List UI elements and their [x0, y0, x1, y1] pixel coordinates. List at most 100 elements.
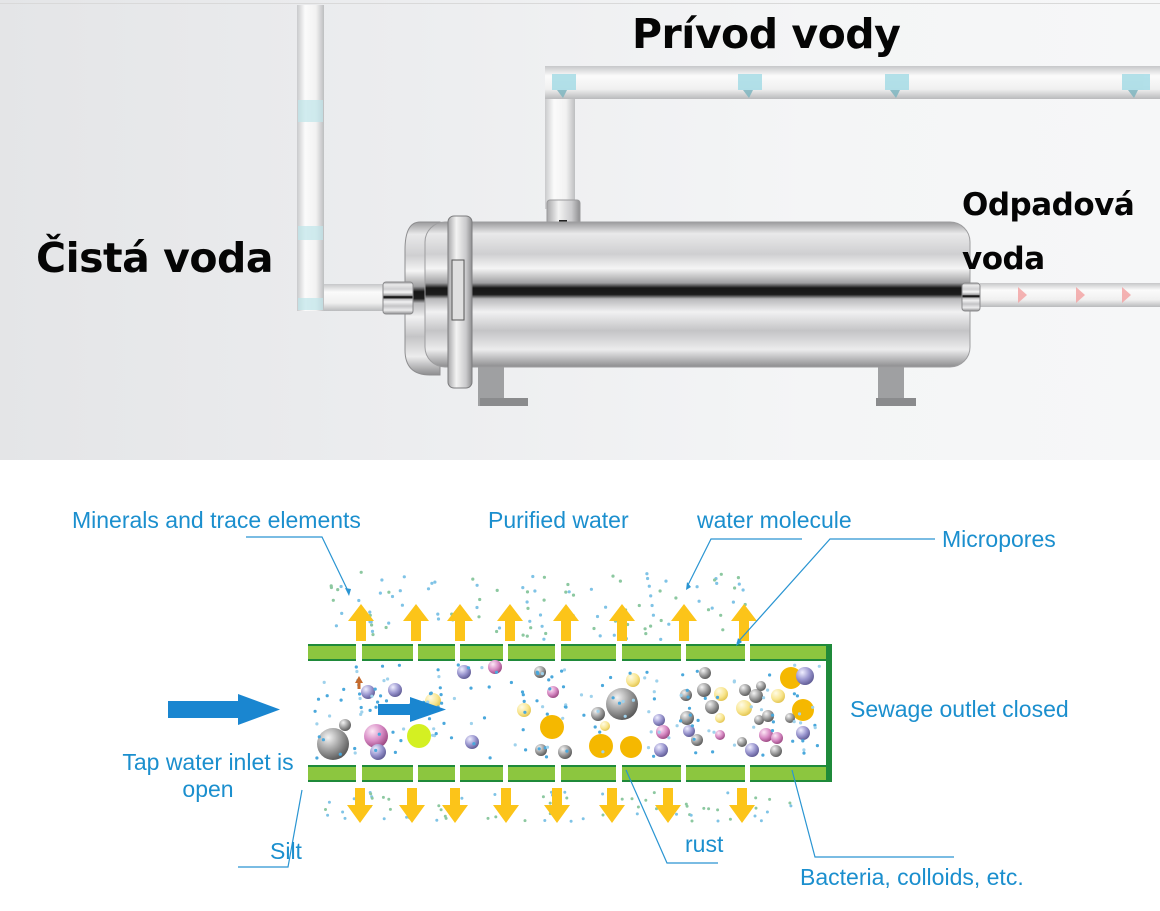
membrane-edge	[750, 644, 826, 646]
membrane-segment	[750, 765, 826, 782]
mineral-dot	[331, 598, 335, 602]
water-molecule-dot	[596, 709, 600, 713]
leader-minerals	[246, 536, 350, 594]
particle	[792, 699, 814, 721]
membrane-edge	[460, 765, 503, 767]
permeate-dot	[728, 817, 732, 821]
water-molecule-dot	[732, 680, 736, 684]
water-molecule-dot	[655, 679, 659, 683]
water-molecule-dot	[582, 713, 586, 717]
water-molecule-dot	[487, 685, 491, 689]
mineral-dot	[526, 606, 530, 611]
permeate-dot	[343, 816, 347, 820]
down-arrow	[729, 788, 755, 823]
water-molecule-dot	[652, 690, 656, 694]
particle	[714, 687, 728, 701]
up-arrow	[609, 604, 635, 641]
particle	[796, 726, 810, 740]
micropores-callout: Micropores	[942, 526, 1056, 552]
water-molecule-dot	[521, 728, 525, 732]
mineral-dot	[528, 619, 532, 623]
permeate-dot	[565, 796, 569, 800]
permeate-dot	[460, 796, 464, 800]
water-molecule-dot	[685, 688, 689, 692]
membrane-segment	[561, 644, 616, 661]
water-molecule-dot	[679, 693, 683, 698]
water-molecule-dot	[815, 744, 820, 748]
particle	[620, 736, 642, 758]
water-molecule-dot	[645, 670, 649, 674]
water-molecule-dot	[315, 756, 319, 760]
water-molecule-dot	[564, 705, 568, 709]
mineral-dot	[387, 621, 391, 625]
mineral-dot	[495, 629, 499, 634]
water-molecule-dot	[695, 669, 699, 673]
water-molecule-dot	[537, 747, 541, 751]
permeate-dot	[435, 818, 439, 822]
membrane-edge	[460, 780, 503, 782]
water-molecule-dot	[384, 699, 389, 703]
permeate-dot	[754, 806, 758, 810]
water-molecule-dot	[761, 753, 765, 757]
permeate-dot	[768, 797, 772, 801]
membrane-edge	[362, 644, 413, 646]
mineral-dot	[567, 590, 571, 594]
particle	[558, 745, 572, 759]
callout-leaders	[238, 536, 954, 868]
particle	[407, 724, 431, 748]
permeate-dot	[486, 816, 490, 820]
membrane-segment	[622, 765, 681, 782]
particle	[780, 667, 802, 689]
permeate-dot	[759, 819, 763, 823]
mineral-dot	[400, 603, 404, 607]
particle	[739, 684, 751, 696]
water-molecule-dot	[374, 705, 378, 709]
water-molecule-dot	[623, 714, 627, 718]
mineral-dot	[525, 600, 529, 604]
water-molecule-dot	[432, 727, 436, 731]
down-arrow	[442, 788, 468, 823]
mineral-dot	[531, 574, 535, 579]
particle	[517, 703, 531, 717]
membrane-segment	[308, 644, 356, 661]
permeate-dot	[789, 804, 793, 808]
rust-callout: rust	[685, 831, 724, 857]
membrane-edge	[622, 659, 681, 661]
particle	[705, 700, 719, 714]
particle	[317, 728, 349, 760]
mineral-dot	[538, 613, 543, 617]
particle	[715, 730, 725, 740]
mineral-dot	[340, 611, 344, 616]
water-molecule-dot	[715, 695, 720, 700]
mineral-dot	[564, 590, 568, 594]
mineral-dot	[592, 626, 596, 631]
water-molecule-dot	[452, 696, 456, 701]
water-molecule-dot	[376, 700, 380, 704]
water-molecule-dot	[466, 666, 471, 670]
filter-installation-photo: Prívod vody Čistá voda Odpadová voda	[0, 0, 1160, 460]
membrane-edge	[460, 644, 503, 646]
permeate-dot	[324, 808, 327, 811]
particle	[488, 660, 502, 674]
water-molecule-dot	[442, 721, 446, 726]
mineral-dot	[695, 585, 699, 589]
minerals-callout: Minerals and trace elements	[72, 507, 361, 533]
permeate-dot	[635, 812, 639, 816]
water-molecule-dot	[397, 663, 401, 667]
membrane-edge	[622, 765, 681, 767]
water-molecule-dot	[657, 730, 661, 734]
permeate-dot	[726, 791, 730, 795]
permeate-dot	[523, 819, 527, 823]
up-arrow	[671, 604, 697, 641]
membrane-tube	[308, 644, 832, 782]
water-molecule-dot	[535, 699, 539, 703]
mineral-dot	[402, 575, 406, 579]
water-molecule-dot	[469, 686, 473, 690]
particle	[683, 725, 695, 737]
permeate-dot	[493, 793, 497, 796]
permeate-dot	[439, 808, 443, 812]
water-molecule-dot	[768, 673, 772, 677]
water-molecule-dot	[325, 694, 329, 698]
stainless-filter-housing	[382, 199, 981, 406]
down-arrow	[544, 788, 570, 823]
